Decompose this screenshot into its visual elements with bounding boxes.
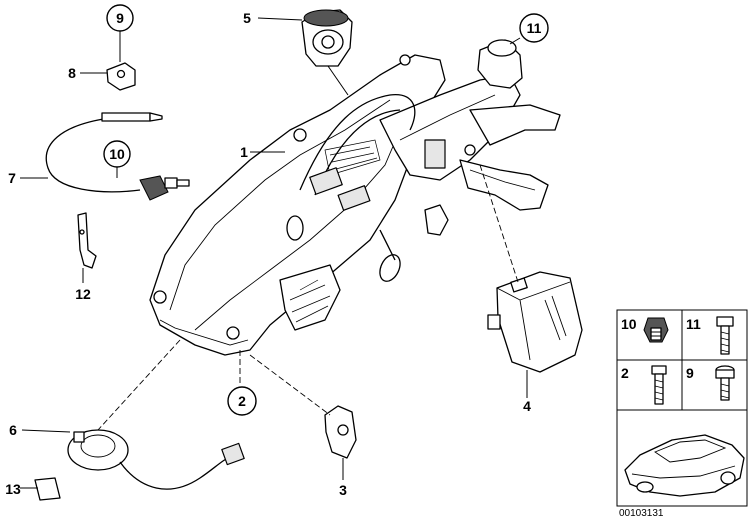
fastener-legend: 10 11 2 9 bbox=[616, 309, 748, 519]
legend-label-10: 10 bbox=[621, 316, 637, 332]
callout-2: 2 bbox=[238, 393, 246, 409]
legend-label-11: 11 bbox=[686, 316, 701, 332]
screw-icon bbox=[651, 365, 667, 405]
callout-circle-11 bbox=[519, 13, 549, 43]
plate-part bbox=[34, 477, 61, 501]
bolt-icon bbox=[716, 316, 734, 355]
callout-9: 9 bbox=[116, 10, 124, 26]
callout-3: 3 bbox=[339, 482, 347, 498]
callout-7: 7 bbox=[8, 170, 16, 186]
callout-6: 6 bbox=[9, 422, 17, 438]
hook-bracket-part bbox=[77, 212, 97, 269]
cable-part bbox=[45, 112, 190, 201]
bracket-part bbox=[106, 62, 136, 91]
callout-1: 1 bbox=[240, 144, 248, 160]
callout-12: 12 bbox=[75, 286, 91, 302]
diagram-code: 00103131 bbox=[619, 508, 664, 519]
steering-column-assembly bbox=[149, 39, 561, 356]
vehicle-icon bbox=[624, 434, 745, 497]
hex-bolt-icon bbox=[715, 365, 735, 401]
callout-13: 13 bbox=[5, 481, 21, 497]
callout-labels: 9 8 5 11 1 10 7 12 2 4 6 3 13 bbox=[5, 4, 549, 498]
callout-10: 10 bbox=[109, 146, 125, 162]
clip-nut-icon bbox=[643, 317, 669, 343]
control-unit-part bbox=[487, 271, 583, 373]
leader-lines bbox=[20, 17, 528, 489]
ignition-lock-part bbox=[301, 9, 353, 67]
clip-part bbox=[324, 405, 357, 459]
callout-circle-10 bbox=[103, 140, 131, 168]
legend-label-9: 9 bbox=[686, 365, 694, 381]
callout-8: 8 bbox=[68, 65, 76, 81]
callout-circle-2 bbox=[227, 386, 257, 416]
callout-circle-9 bbox=[106, 4, 134, 32]
sensor-part bbox=[67, 429, 245, 490]
callout-4: 4 bbox=[523, 398, 531, 414]
callout-5: 5 bbox=[243, 10, 251, 26]
legend-label-2: 2 bbox=[621, 365, 629, 381]
callout-11: 11 bbox=[527, 20, 542, 36]
